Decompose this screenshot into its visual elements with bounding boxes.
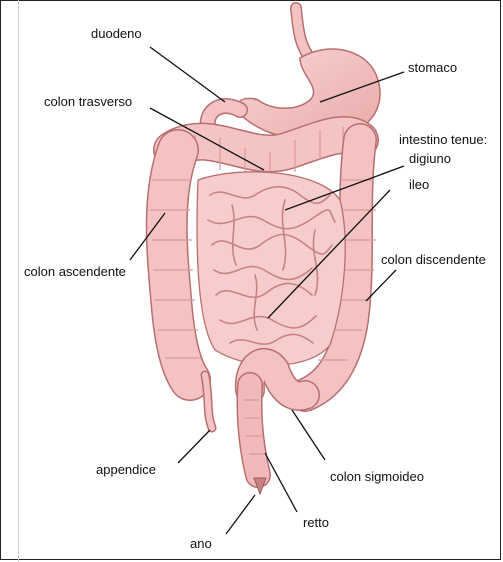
label-colon-ascendente: colon ascendente — [24, 265, 126, 279]
ascending-colon — [150, 150, 201, 380]
label-stomaco: stomaco — [408, 61, 457, 75]
label-retto: retto — [303, 516, 329, 530]
label-colon-trasverso: colon trasverso — [44, 95, 132, 109]
leader-colon-sigmoideo — [292, 410, 325, 460]
leader-duodeno — [150, 47, 225, 102]
small-intestine — [197, 172, 345, 365]
label-ileo: ileo — [409, 178, 429, 192]
leader-appendice — [178, 430, 210, 463]
label-colon-sigmoideo: colon sigmoideo — [330, 470, 424, 484]
label-digiuno: digiuno — [409, 152, 451, 166]
label-ano: ano — [190, 537, 212, 551]
leader-ano — [226, 495, 255, 534]
leader-retto — [265, 453, 297, 512]
label-intestino-tenue: intestino tenue: — [399, 133, 487, 147]
label-appendice: appendice — [96, 463, 156, 477]
label-duodeno: duodeno — [91, 27, 142, 41]
label-colon-discendente: colon discendente — [381, 253, 486, 267]
